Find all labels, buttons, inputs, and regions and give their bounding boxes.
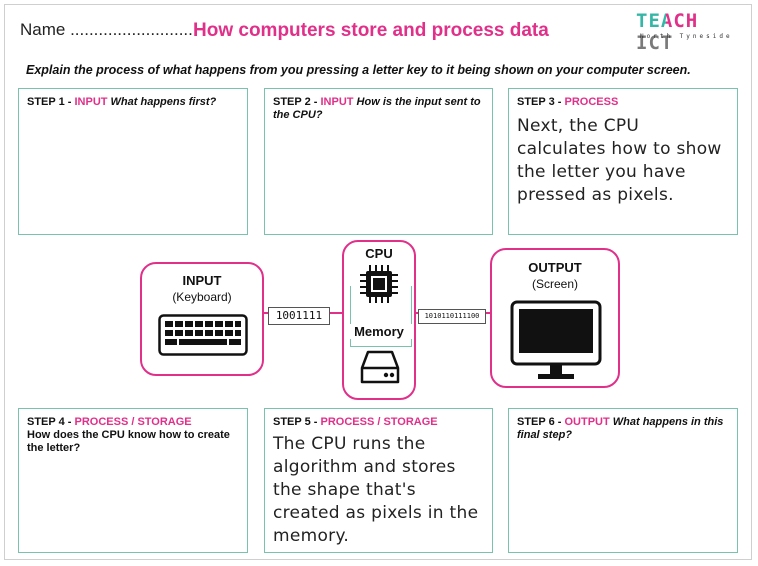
step-2-kind: INPUT [320, 96, 354, 108]
step-2-heading: STEP 2 - INPUT How is the input sent to … [273, 96, 486, 122]
input-keyboard-box: INPUT (Keyboard) [140, 262, 264, 376]
output-title: OUTPUT [528, 260, 582, 275]
step-3-heading: STEP 3 - PROCESS [517, 96, 731, 109]
input-binary-signal: 1001111 [268, 307, 330, 325]
teach-ict-logo: TEACH ICT North Tyneside [636, 10, 746, 54]
worksheet [4, 4, 752, 560]
logo-text: TEACH ICT [636, 10, 699, 54]
keyboard-icon [158, 314, 248, 356]
step-6-number: STEP 6 - [517, 416, 565, 428]
step-4-heading: STEP 4 - PROCESS / STORAGE How does the … [27, 416, 241, 455]
step-4-kind: PROCESS / STORAGE [74, 416, 192, 428]
step-1-box[interactable]: STEP 1 - INPUT What happens first? [18, 88, 248, 235]
step-6-question: What happens in this final step? [517, 416, 724, 441]
step-3-answer: Next, the CPU calculates how to show the… [517, 116, 722, 205]
step-1-heading: STEP 1 - INPUT What happens first? [27, 96, 241, 109]
cpu-chip-icon [360, 265, 398, 303]
step-1-kind: INPUT [74, 96, 108, 108]
output-screen-box: OUTPUT (Screen) [490, 248, 620, 388]
step-3-box[interactable]: STEP 3 - PROCESS Next, the CPU calculate… [508, 88, 738, 235]
input-subtitle: (Keyboard) [172, 290, 232, 304]
step-2-question: How is the input sent to the CPU? [273, 96, 481, 121]
step-1-question: What happens first? [107, 96, 217, 108]
step-5-number: STEP 5 - [273, 416, 321, 428]
step-4-box[interactable]: STEP 4 - PROCESS / STORAGE How does the … [18, 408, 248, 553]
step-5-box[interactable]: STEP 5 - PROCESS / STORAGE The CPU runs … [264, 408, 493, 553]
memory-label: Memory [344, 324, 414, 339]
step-4-number: STEP 4 - [27, 416, 75, 428]
step-3-kind: PROCESS [564, 96, 619, 108]
step-2-box[interactable]: STEP 2 - INPUT How is the input sent to … [264, 88, 493, 235]
input-title: INPUT [182, 273, 222, 288]
cpu-memory-link [350, 286, 412, 347]
step-6-heading: STEP 6 - OUTPUT What happens in this fin… [517, 416, 731, 442]
output-subtitle: (Screen) [531, 277, 578, 291]
cpu-title: CPU [365, 246, 393, 261]
step-1-number: STEP 1 - [27, 96, 75, 108]
step-5-answer: The CPU runs the algorithm and stores th… [273, 434, 479, 546]
step-5-heading: STEP 5 - PROCESS / STORAGE [273, 416, 486, 429]
step-6-kind: OUTPUT [564, 416, 610, 428]
page-title: How computers store and process data [193, 20, 549, 41]
step-2-number: STEP 2 - [273, 96, 321, 108]
instruction-text: Explain the process of what happens from… [26, 63, 691, 77]
output-binary-signal: 1010110111100 [418, 309, 486, 324]
monitor-icon [510, 300, 602, 379]
cpu-memory-box: CPU Memory [342, 240, 416, 400]
step-6-box[interactable]: STEP 6 - OUTPUT What happens in this fin… [508, 408, 738, 553]
step-3-number: STEP 3 - [517, 96, 565, 108]
step-5-kind: PROCESS / STORAGE [320, 416, 438, 428]
hard-drive-icon [360, 350, 400, 384]
name-field-label: Name .......................... [20, 20, 193, 39]
step-4-question: How does the CPU know how to create the … [27, 429, 230, 454]
logo-subtitle: North Tyneside [640, 33, 733, 40]
